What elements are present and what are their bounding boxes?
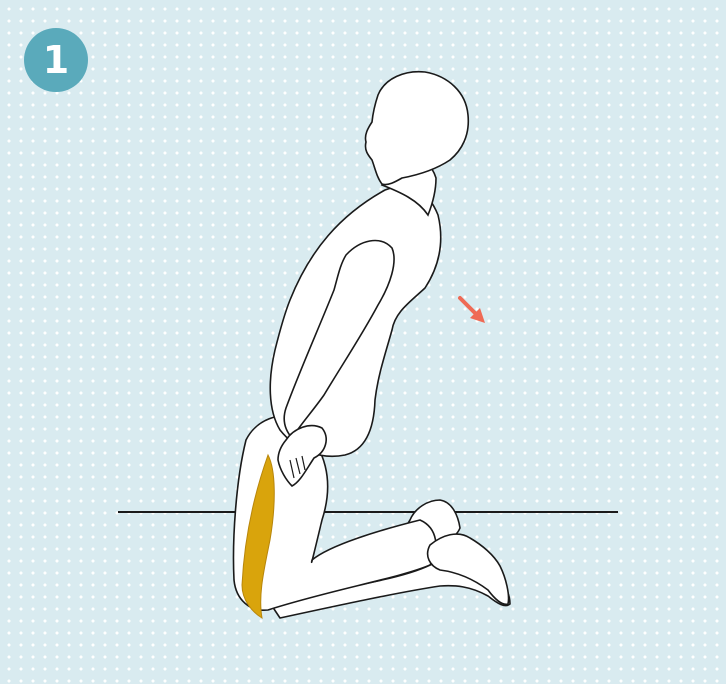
head-shape <box>365 72 468 185</box>
front-foot-shape <box>428 534 509 604</box>
arrow-down-right-icon <box>460 298 485 323</box>
